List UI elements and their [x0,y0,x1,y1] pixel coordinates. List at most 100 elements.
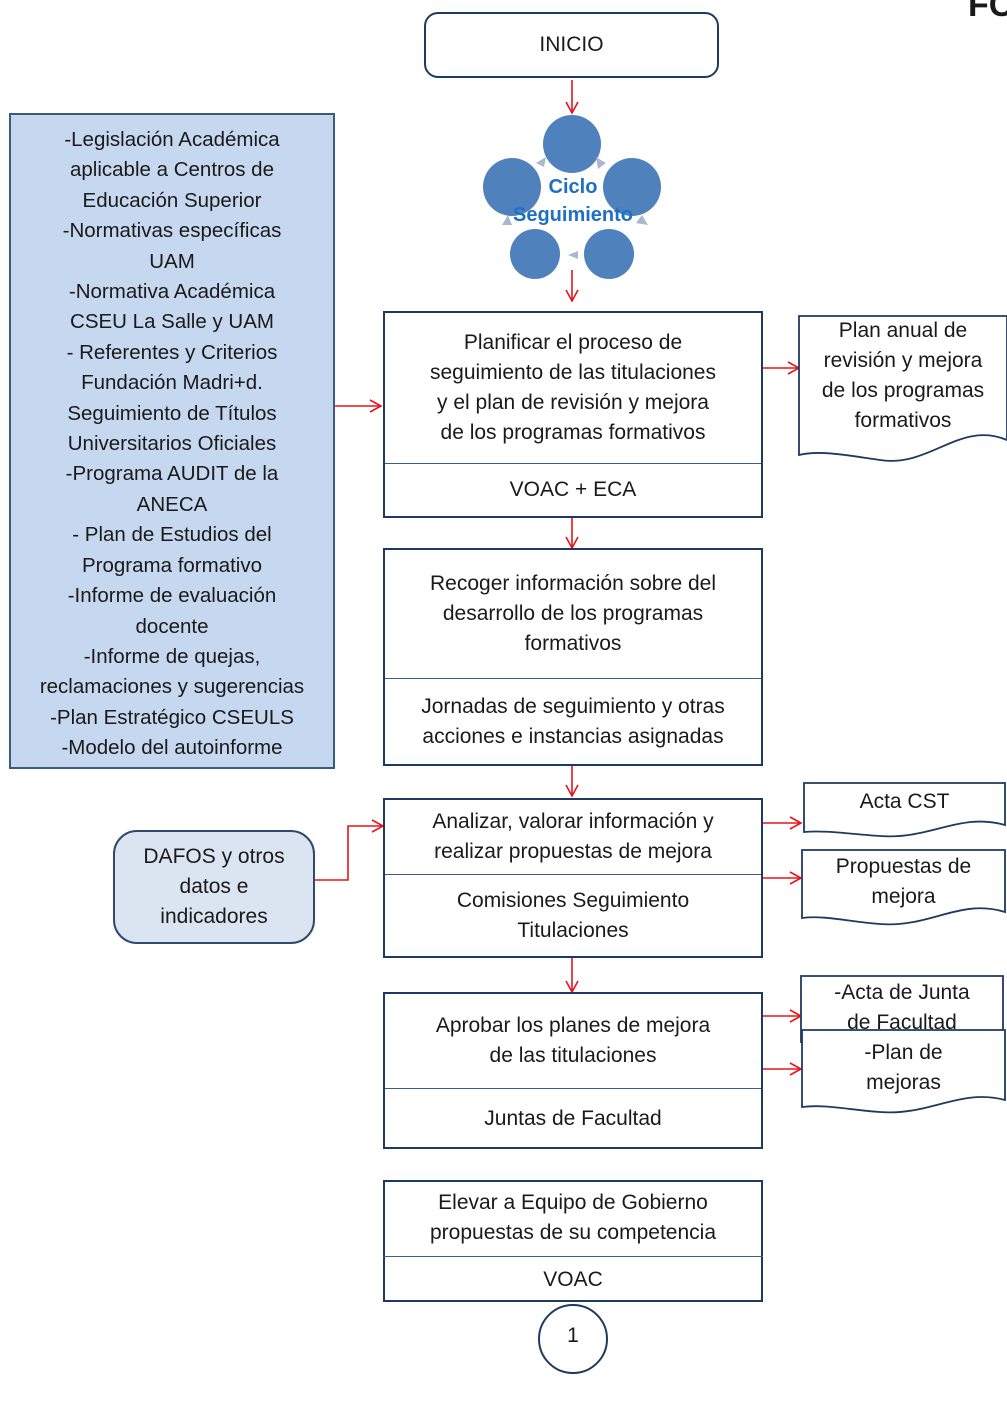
input-line: -Plan Estratégico CSEULS [50,705,294,729]
doc-line: Acta CST [859,790,950,813]
off-page-connector [538,1304,608,1374]
input-line: Fundación Madri+d. [81,371,263,395]
cycle-label-line1: Ciclo [548,176,598,198]
doc-plan-anual-shape [798,315,1007,462]
input-line: docente [135,614,209,638]
step-responsible: Comisiones Seguimiento Titulaciones [385,876,761,956]
input-line: Universitarios Oficiales [67,432,277,456]
step-responsible-line: Juntas de Facultad [484,1106,662,1130]
input-line: -Legislación Académica [64,128,280,151]
step-responsible-line: Titulaciones [517,919,629,942]
doc-plan-anual: Plan anual de revisión y mejora de los p… [799,316,1007,436]
process-step-collect: Recoger información sobre del desarrollo… [383,548,763,766]
doc-line: de Facultad [847,1011,957,1034]
input-line: ANECA [136,492,208,516]
doc-line: Plan anual de [838,319,968,342]
step-action-line: formativos [524,632,622,655]
step-action-line: Aprobar los planes de mejora [435,1014,711,1037]
cycle-node-right [603,158,661,216]
cycle-node-bottom-left [510,229,560,279]
step-action: Recoger información sobre del desarrollo… [385,550,761,678]
step-action-line: Recoger información sobre del [430,572,716,595]
cycle-arrow-4 [568,251,578,259]
doc-line: revisión y mejora [823,349,983,372]
doc-acta-junta: -Acta de Junta de Facultad [801,978,1003,1038]
doc-propuestas: Propuestas de mejora [802,852,1005,912]
input-line: -Normativas específicas [62,219,282,243]
step-responsible-line: Comisiones Seguimiento [456,889,690,912]
doc-line: formativos [854,409,952,432]
step-responsible-line: VOAC + ECA [509,478,637,501]
input-line: Educación Superior [82,188,262,212]
step-divider [385,678,761,679]
cycle-node-left [483,158,541,216]
doc-line: mejoras [866,1071,941,1094]
step-action: Aprobar los planes de mejora de las titu… [385,994,761,1088]
step-action-line: propuestas de su competencia [429,1221,716,1244]
input-line: -Informe de evaluación [67,584,277,608]
input-line: aplicable a Centros de [70,158,274,182]
step-action-line: Elevar a Equipo de Gobierno [438,1191,708,1214]
input-line: Seguimiento de Títulos [67,401,277,425]
doc-acta-cst: Acta CST [804,787,1005,817]
start-terminator: INICIO [424,12,719,78]
cycle-arrow-2 [596,157,606,169]
dafos-line2: datos e [179,875,249,898]
step-action-line: Analizar, valorar información y [432,810,714,833]
process-step-plan: Planificar el proceso de seguimiento de … [383,311,763,518]
cycle-node-bottom-right [584,229,634,279]
step-responsible: Jornadas de seguimiento y otras acciones… [385,679,761,764]
step-responsible: VOAC + ECA [385,464,761,516]
doc-plan-mejoras: -Plan de mejoras [802,1038,1005,1098]
step-action-line: y el plan de revisión y mejora [437,390,709,414]
step5-content: Elevar a Equipo de Gobierno propuestas d… [383,1180,763,1302]
input-line: - Plan de Estudios del [72,523,272,547]
connector-label: 1 [567,1324,579,1347]
process-step-approve: Aprobar los planes de mejora de las titu… [383,992,763,1149]
start-label: INICIO [539,33,604,56]
cycle-arrow-1 [536,157,546,167]
step-action-line: de las titulaciones [489,1044,657,1067]
step-action-line: realizar propuestas de mejora [434,840,712,863]
step-divider [385,874,761,875]
process-step-raise-visible [383,1180,763,1302]
input-line: - Referentes y Criterios [66,340,278,364]
step-responsible-line: VOAC [543,1268,603,1291]
doc-line: mejora [871,885,936,908]
doc-propuestas-shape [801,849,1006,926]
step-responsible-line: acciones e instancias asignadas [422,724,724,748]
arrow-dafos-step3 [315,819,385,881]
page-corner-text: FC [968,0,1007,24]
cycle-label-line2: Seguimiento [512,204,633,226]
step-action: Planificar el proceso de seguimiento de … [385,313,761,462]
inputs-box: -Legislación Académica aplicable a Centr… [9,113,335,769]
step-responsible-line: Jornadas de seguimiento y otras [421,694,725,718]
doc-line: de los programas [821,379,985,402]
step-divider [385,463,761,464]
dafos-line1: DAFOS y otros [143,845,285,868]
input-line: CSEU La Salle y UAM [70,310,274,334]
step-action-line: Planificar el proceso de [463,330,683,354]
cycle-graphic [483,115,661,279]
doc-line: Propuestas de [835,855,972,878]
input-line: -Informe de quejas, [83,644,261,668]
step-action-line: de los programas formativos [440,420,706,444]
cycle-arrow-5 [502,215,512,225]
input-line: Programa formativo [81,553,262,577]
step-action-line: seguimiento de las titulaciones [429,360,716,384]
step-action: Elevar a Equipo de Gobierno propuestas d… [383,1180,763,1256]
doc-plan-mejoras-shape [801,1029,1006,1114]
dafos-box: DAFOS y otros datos e indicadores [113,830,315,944]
doc-acta-cst-shape [803,782,1006,838]
step-action-line: desarrollo de los programas [442,602,704,625]
step-responsible: Juntas de Facultad [385,1090,761,1147]
input-line: reclamaciones y sugerencias [39,675,305,699]
input-line: -Normativa Académica [68,280,276,304]
step-responsible: VOAC [383,1258,763,1302]
input-line: UAM [149,249,195,273]
cycle-arrow-3 [636,215,648,225]
input-line: -Modelo del autoinforme [61,736,283,760]
step-divider [383,1256,763,1257]
step-divider [385,1088,761,1089]
